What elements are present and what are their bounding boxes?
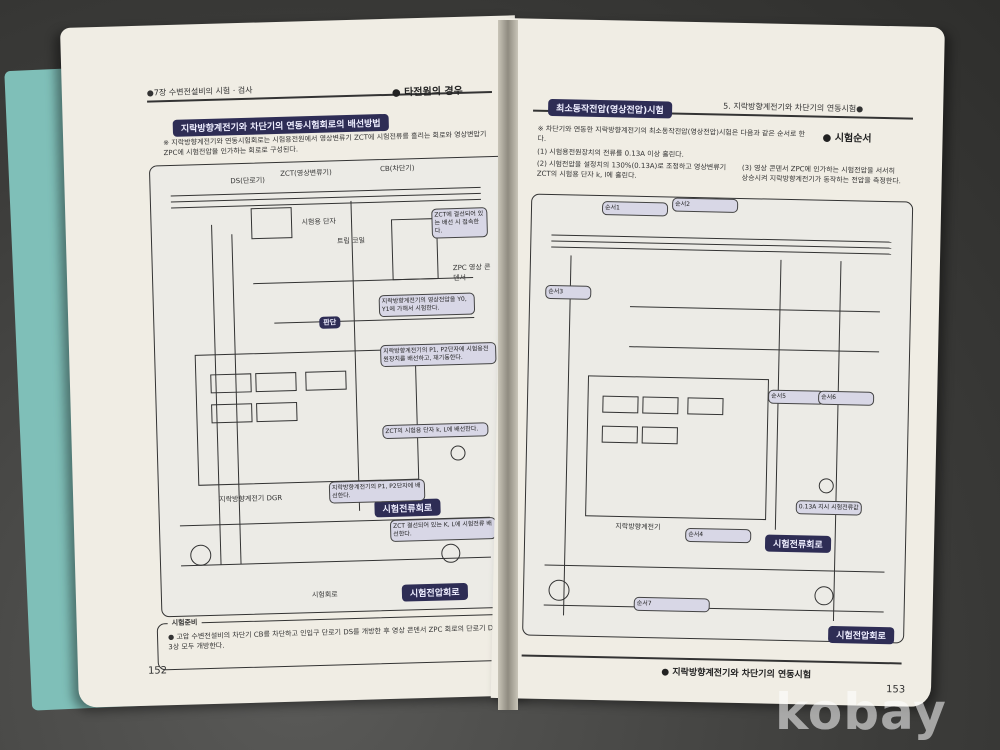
step3-note: 순서3 [545, 284, 592, 300]
current-value-note: 0.13A 지시 시험전류값 [795, 500, 862, 516]
test-terminal-label: 시험용 단자 [301, 217, 337, 227]
cb-label: CB(차단기) [379, 164, 415, 174]
watermark-logo: kobay [775, 683, 947, 741]
right-step-2: (2) 시험전압을 설정치의 130%(0.13A)로 조정하고 영상변류기 Z… [536, 159, 727, 180]
note-5: 지락방향계전기의 P1, P2단자에 배선한다. [328, 478, 426, 504]
wiring-diagram [170, 186, 491, 567]
left-bottom-box: 시험준비 ● 고압 수변전설비의 차단기 CB를 차단하고 인입구 단로기 DS… [156, 613, 520, 671]
right-section-tag: ● 시험순서 [822, 132, 872, 145]
bottom-title: 시험준비 [167, 617, 202, 629]
step1-note: 순서1 [601, 201, 669, 217]
left-page: ●7장 수변전설비의 시험 · 검사 ● 타전원의 경우 지락방향계전기와 차단… [60, 15, 534, 708]
note-6: ZCT 결선되어 있는 K, L에 시험전류 배선한다. [389, 517, 497, 542]
step5-note: 순서5 [767, 389, 825, 405]
right-footer-rule [521, 654, 902, 665]
voltage-circuit-tag-right: 시험전압회로 [827, 625, 895, 645]
right-page: 5. 지락방향계전기와 차단기의 연동시험● 최소동작전압(영상전압)시험 ● … [490, 18, 945, 708]
step4-note: 순서4 [685, 527, 752, 544]
left-header: ●7장 수변전설비의 시험 · 검사 [146, 85, 253, 98]
zct-label: ZCT(영상변류기) [280, 168, 332, 178]
right-step-3: (3) 영상 콘덴서 ZPC에 인가하는 시험전압을 서서히 상승시켜 지락방향… [741, 163, 902, 186]
left-page-number: 152 [147, 665, 168, 677]
dgr-label: 지락방향계전기 DGR [219, 493, 283, 504]
right-title: 최소동작전압(영상전압)시험 [547, 98, 672, 119]
bottom-text: ● 고압 수변전설비의 차단기 CB를 차단하고 인입구 단로기 DS를 개방한… [167, 623, 505, 652]
step7-note: 순서7 [633, 596, 710, 613]
relay-label: 지락방향계전기 [615, 522, 661, 532]
trip-coil-label: 트립 코일 [336, 236, 366, 246]
test-diagram [543, 234, 892, 622]
step2-note: 순서2 [671, 197, 739, 213]
left-diagram: DS(단로기) ZCT(영상변류기) CB(차단기) 시험용 단자 트립 코일 … [148, 155, 519, 618]
note-4: ZCT의 시험용 단자 k, L에 배선한다. [382, 422, 489, 440]
right-footer: ● 지락방향계전기와 차단기의 연동시험 [661, 667, 812, 681]
test-circuit-label: 시험회로 [311, 590, 338, 600]
book-gutter [498, 20, 518, 710]
right-intro: ※ 차단기와 연동한 지락방향계전기의 최소동작전압(영상전압)시험은 다음과 … [537, 124, 806, 143]
note-2: 지락방향계전기의 영상전압을 Y0, Y1에 가해서 시험한다. [378, 292, 476, 318]
right-diagram: 순서1 순서2 순서3 순서4 순서5 순서6 순서7 시험전류회로 시험전압회… [522, 193, 914, 645]
note-3: 지락방향계전기의 P1, P2단자에 시험용전원장치를 배선하고, 재기동한다. [379, 341, 497, 368]
left-section-tag: ● 타전원의 경우 [391, 85, 463, 99]
judge-tag: 판단 [319, 316, 341, 329]
zpc-label: ZPC 영상 콘덴서 [452, 263, 491, 283]
current-circuit-tag-right: 시험전류회로 [764, 534, 831, 553]
step6-note: 순서6 [817, 390, 875, 406]
ds-label: DS(단로기) [230, 176, 266, 186]
right-header: 5. 지락방향계전기와 차단기의 연동시험● [723, 101, 864, 114]
voltage-circuit-tag: 시험전압회로 [401, 582, 468, 602]
note-1: ZCT에 결선되어 있는 배선 시 접속한다. [431, 207, 489, 239]
